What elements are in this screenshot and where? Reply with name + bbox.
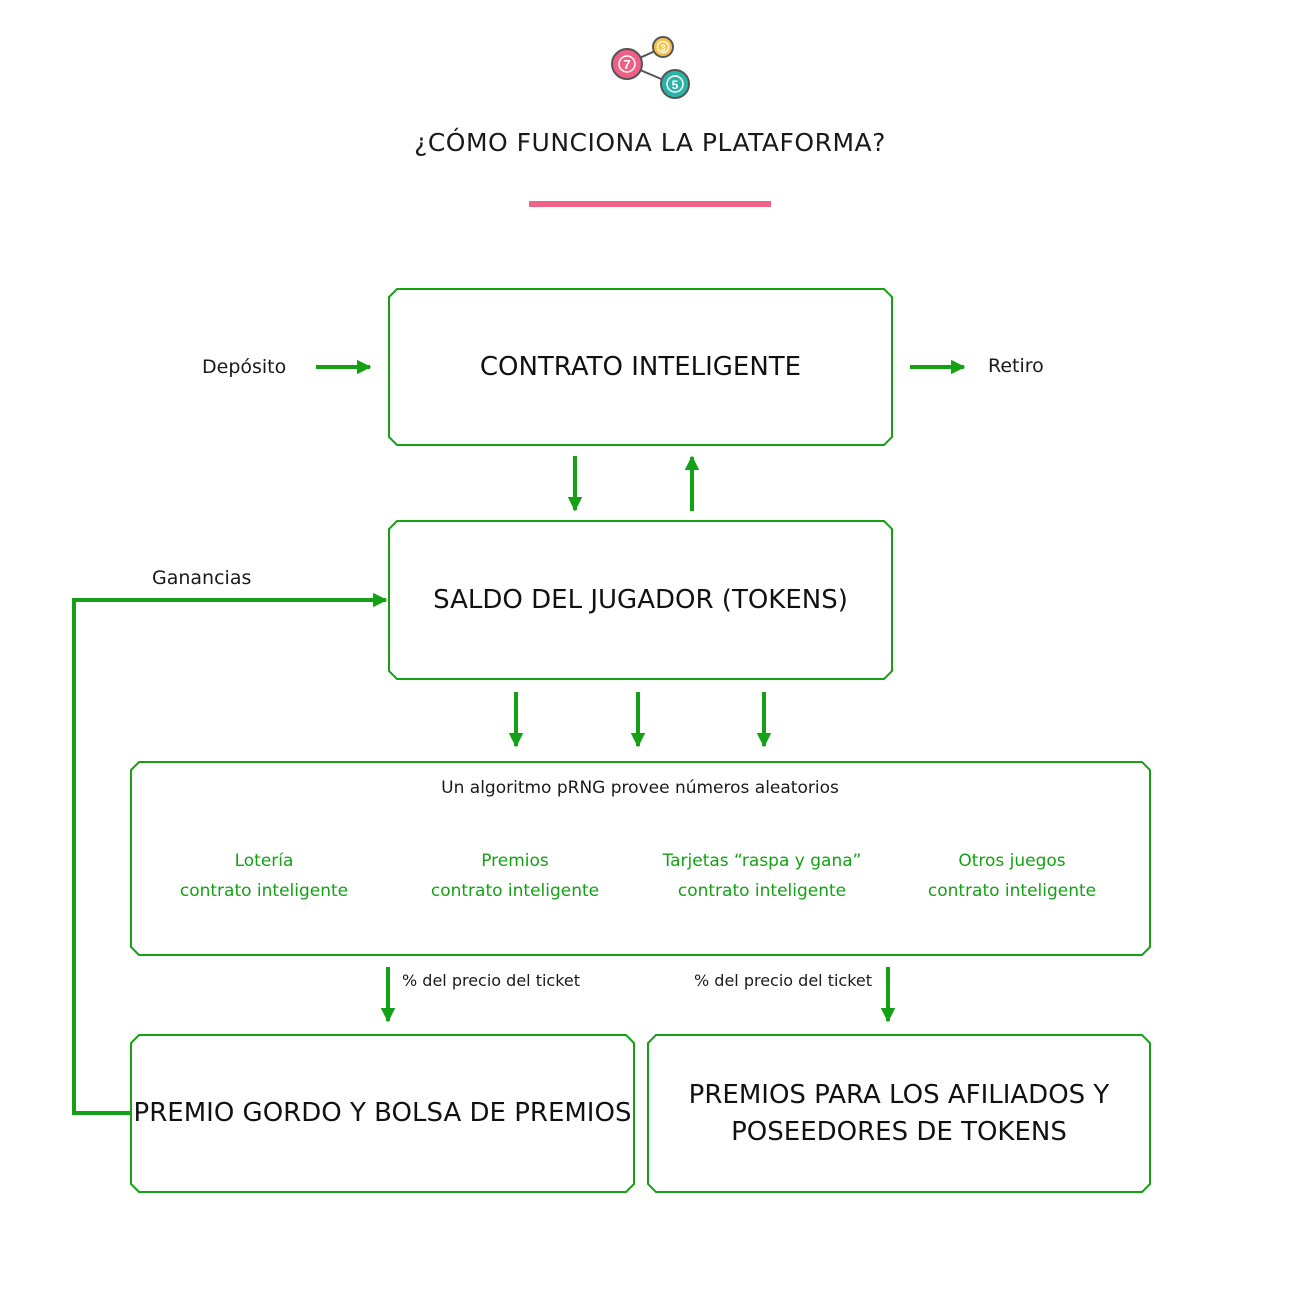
affiliates-box: PREMIOS PARA LOS AFILIADOS Y POSEEDORES … [648,1035,1150,1192]
game-name: Tarjetas “raspa y gana” [662,851,862,871]
player-balance-label: SALDO DEL JUGADOR (TOKENS) [433,584,848,615]
withdraw-label: Retiro [988,355,1044,377]
game-lottery: Lotería contrato inteligente [149,846,379,906]
ball-5-label: 5 [672,78,679,92]
game-prizes: Premios contrato inteligente [400,846,630,906]
ticket-share-right-label: % del precio del ticket [694,971,873,990]
game-name: Otros juegos [958,851,1066,871]
player-balance-box: SALDO DEL JUGADOR (TOKENS) [389,521,892,679]
game-sub: contrato inteligente [430,881,600,901]
smart-contract-label: CONTRATO INTELIGENTE [479,351,802,382]
ticket-share-left-label: % del precio del ticket [402,971,581,990]
game-scratch-cards: Tarjetas “raspa y gana” contrato intelig… [647,846,877,906]
deposit-label: Depósito [202,356,287,378]
algorithm-note: Un algoritmo pRNG provee números aleator… [441,778,839,798]
ball-7-label: 7 [623,57,630,72]
game-sub: contrato inteligente [677,881,847,901]
smart-contract-box: CONTRATO INTELIGENTE [389,289,892,445]
game-name: Lotería [234,851,294,871]
game-other: Otros juegos contrato inteligente [897,846,1127,906]
game-name: Premios [481,851,549,871]
affiliates-label-line1: PREMIOS PARA LOS AFILIADOS Y [688,1079,1110,1110]
jackpot-box: PREMIO GORDO Y BOLSA DE PREMIOS [131,1035,634,1192]
page-title: ¿CÓMO FUNCIONA LA PLATAFORMA? [414,128,886,157]
game-sub: contrato inteligente [179,881,349,901]
lottery-balls-icon: 7 3 5 [606,34,696,104]
title-underline [529,201,771,207]
jackpot-label: PREMIO GORDO Y BOLSA DE PREMIOS [133,1098,632,1128]
affiliates-label-line2: POSEEDORES DE TOKENS [731,1116,1067,1147]
game-sub: contrato inteligente [927,881,1097,901]
winnings-label: Ganancias [152,567,252,589]
ball-3-label: 3 [660,43,665,53]
